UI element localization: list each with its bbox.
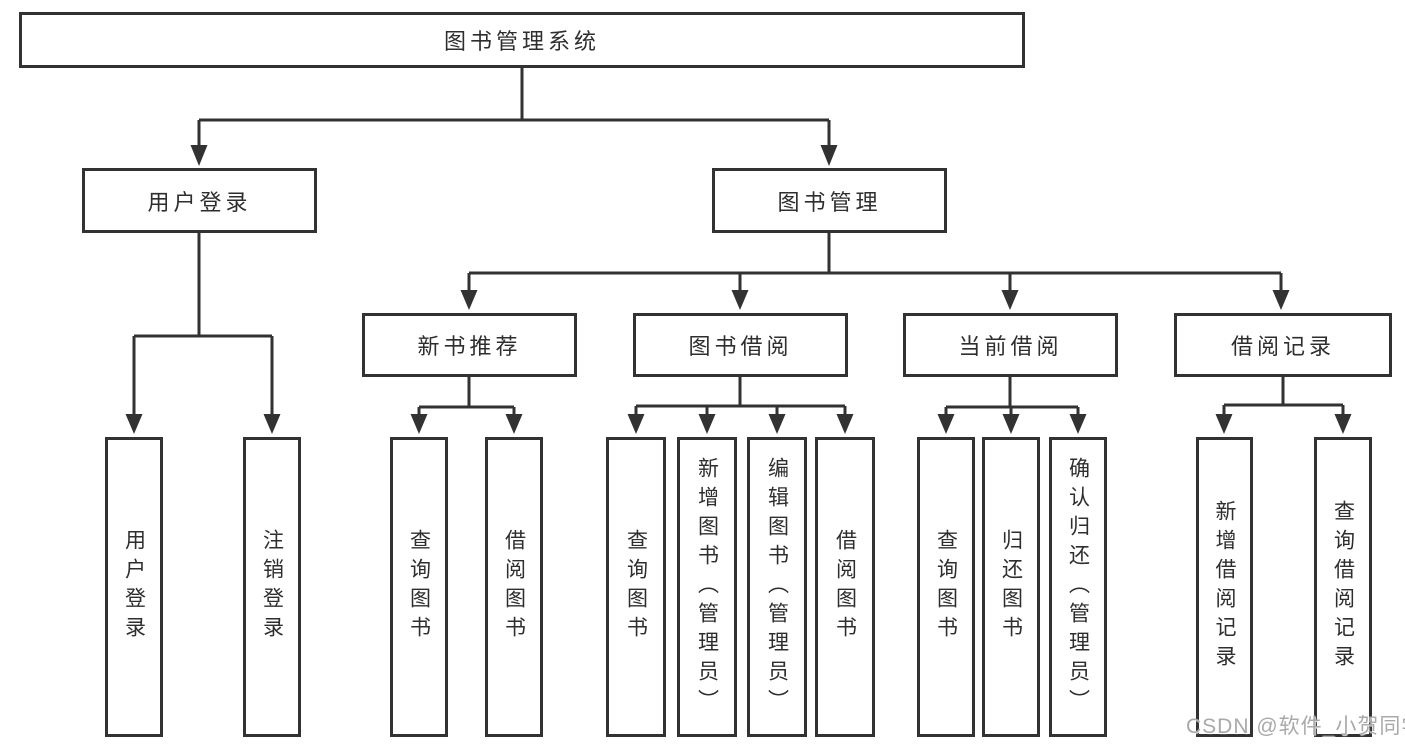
watermark: CSDN @软件_小贺同学 [1186, 715, 1405, 738]
arrow-down-icon [1002, 414, 1020, 434]
leaf-current-return-book: 归还图书 [982, 437, 1040, 737]
leaf-borrow-add-book-admin-label: 新增图书（管理员） [695, 456, 719, 718]
arrow-down-icon [698, 414, 716, 434]
leaf-recommend-query-book: 查询图书 [390, 437, 448, 737]
leaf-records-query-record: 查询借阅记录 [1314, 437, 1372, 737]
arrow-down-icon [836, 414, 854, 434]
arrow-down-icon [1215, 414, 1233, 434]
leaf-recommend-query-book-label: 查询图书 [407, 529, 431, 645]
node-system-root: 图书管理系统 [19, 12, 1025, 68]
connector-book-management-children [460, 233, 1290, 310]
arrow-down-icon [410, 414, 428, 434]
arrow-down-icon [731, 290, 749, 310]
leaf-borrow-borrow-book-label: 借阅图书 [833, 529, 857, 645]
leaf-borrow-edit-book-admin: 编辑图书（管理员） [747, 437, 807, 737]
connector-current-borrow-children [937, 377, 1087, 434]
arrow-down-icon [1001, 290, 1019, 310]
leaf-current-confirm-return-admin-label: 确认归还（管理员） [1066, 456, 1090, 718]
leaf-borrow-add-book-admin: 新增图书（管理员） [677, 437, 737, 737]
connector-new-book-recommend-children [410, 377, 523, 434]
arrow-down-icon [627, 414, 645, 434]
leaf-records-query-record-label: 查询借阅记录 [1331, 500, 1355, 674]
node-user-login: 用户登录 [82, 168, 317, 233]
arrow-down-icon [263, 414, 281, 434]
node-user-login-label: 用户登录 [147, 189, 252, 215]
node-book-borrow: 图书借阅 [633, 313, 848, 377]
arrow-down-icon [1069, 414, 1087, 434]
leaf-records-add-record: 新增借阅记录 [1196, 437, 1253, 737]
leaf-records-add-record-label: 新增借阅记录 [1213, 500, 1236, 674]
leaf-borrow-edit-book-admin-label: 编辑图书（管理员） [765, 456, 789, 718]
arrow-down-icon [190, 145, 208, 166]
connector-book-borrow-children [627, 377, 854, 434]
arrow-down-icon [1272, 290, 1290, 310]
node-current-borrow: 当前借阅 [903, 313, 1118, 377]
arrow-down-icon [937, 414, 955, 434]
node-current-borrow-label: 当前借阅 [958, 334, 1063, 359]
node-book-management-label: 图书管理 [777, 189, 882, 215]
leaf-current-query-book-label: 查询图书 [934, 529, 958, 645]
connector-borrow-records-children [1215, 377, 1352, 434]
arrow-down-icon [820, 145, 838, 166]
node-new-book-recommend-label: 新书推荐 [417, 334, 522, 359]
leaf-borrow-borrow-book: 借阅图书 [815, 437, 875, 737]
node-new-book-recommend: 新书推荐 [362, 313, 577, 377]
leaf-logout: 注销登录 [243, 437, 301, 737]
leaf-borrow-query-book: 查询图书 [606, 437, 666, 737]
node-borrow-records: 借阅记录 [1174, 313, 1392, 377]
connector-user-login-children [125, 233, 281, 434]
arrow-down-icon [460, 290, 478, 310]
leaf-user-login-label: 用户登录 [122, 529, 146, 645]
leaf-current-query-book: 查询图书 [917, 437, 975, 737]
leaf-recommend-borrow-book: 借阅图书 [485, 437, 543, 737]
node-book-management: 图书管理 [712, 168, 947, 233]
arrow-down-icon [768, 414, 786, 434]
node-system-root-label: 图书管理系统 [443, 29, 600, 54]
leaf-user-login: 用户登录 [105, 437, 163, 737]
leaf-borrow-query-book-label: 查询图书 [624, 529, 648, 645]
leaf-recommend-borrow-book-label: 借阅图书 [502, 529, 526, 645]
leaf-logout-label: 注销登录 [260, 529, 284, 645]
node-borrow-records-label: 借阅记录 [1230, 334, 1335, 359]
node-book-borrow-label: 图书借阅 [688, 334, 793, 359]
connector-root-to-level2 [190, 68, 838, 166]
leaf-current-return-book-label: 归还图书 [999, 529, 1023, 645]
arrow-down-icon [125, 414, 143, 434]
leaf-current-confirm-return-admin: 确认归还（管理员） [1049, 437, 1107, 737]
arrow-down-icon [1334, 414, 1352, 434]
arrow-down-icon [505, 414, 523, 434]
